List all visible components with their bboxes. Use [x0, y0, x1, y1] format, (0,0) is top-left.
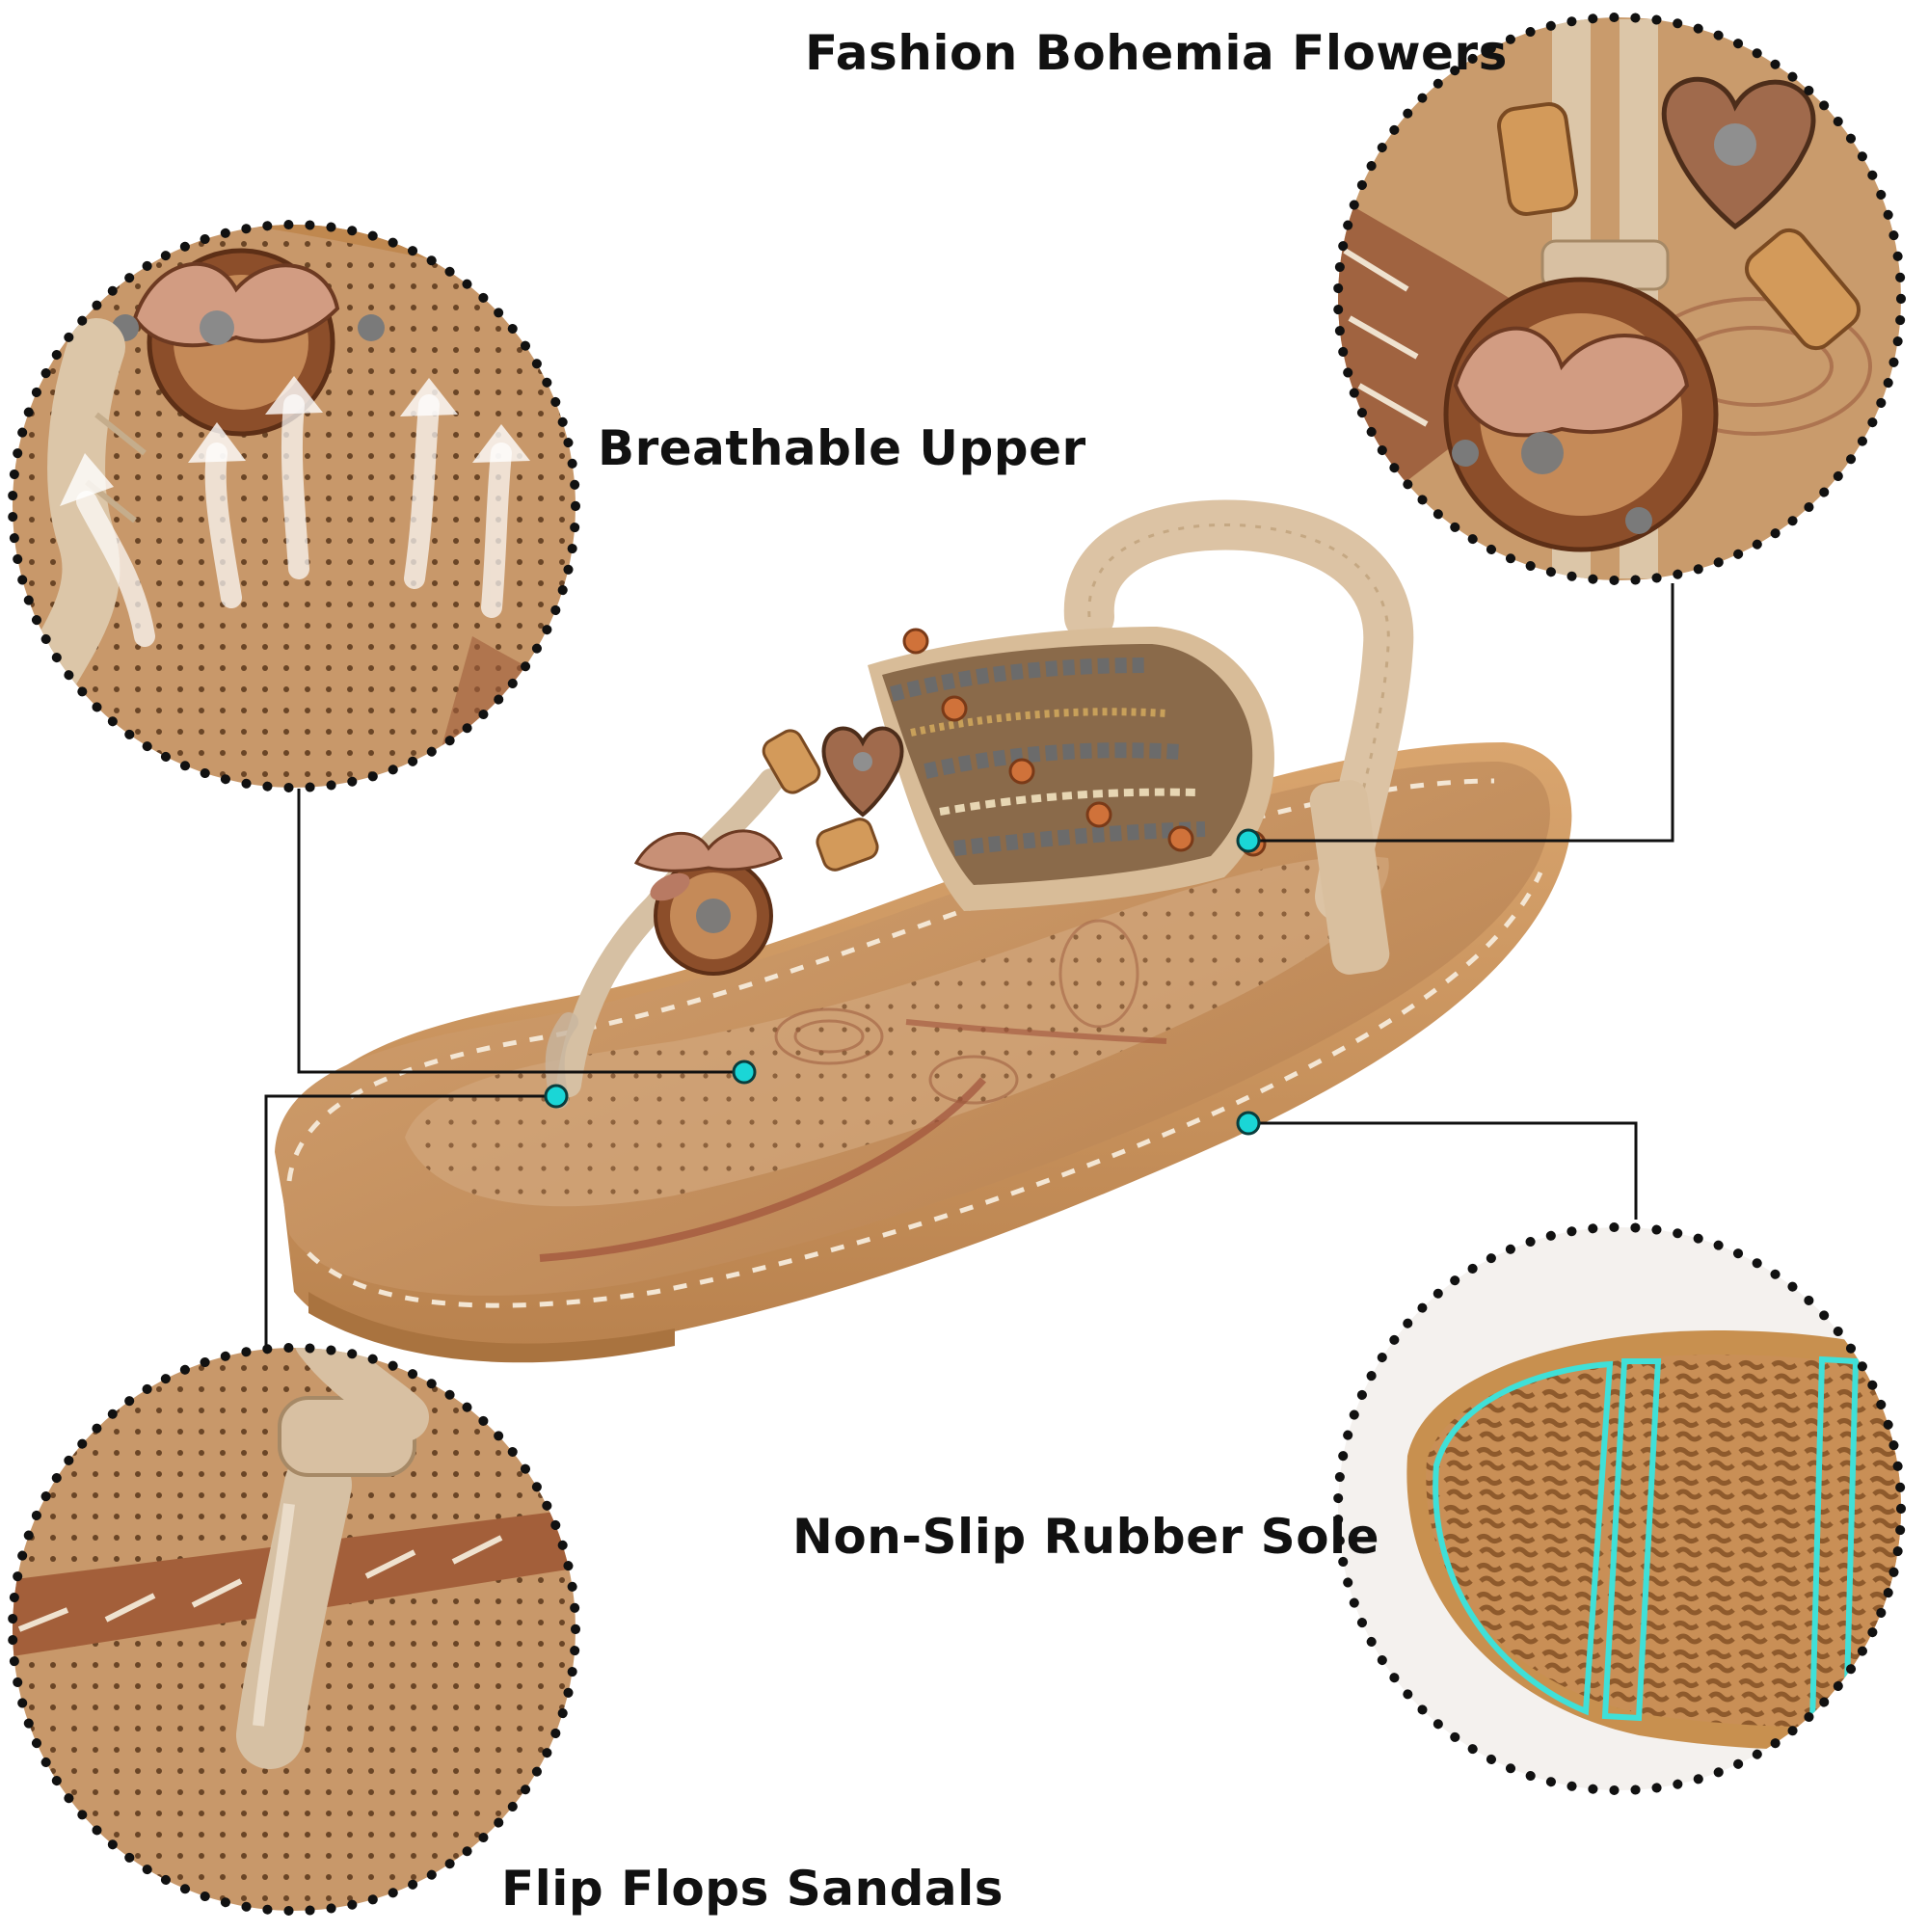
label-fashion-bohemia-flowers: Fashion Bohemia Flowers — [805, 25, 1508, 81]
airflow-arrows-icon — [76, 394, 512, 647]
sandal-heart-ornament — [821, 726, 904, 818]
detail-flip-flops — [8, 1343, 580, 1916]
detail-breathable-upper — [8, 220, 580, 792]
callout-lines — [264, 583, 1674, 1348]
label-non-slip-rubber-sole: Non-Slip Rubber Sole — [792, 1509, 1380, 1565]
detail-non-slip-sole — [1333, 1222, 1906, 1795]
callout-dot-icon — [544, 828, 1261, 1136]
sandal-flower-ornament — [633, 829, 783, 976]
label-breathable-upper: Breathable Upper — [598, 420, 1086, 476]
tread-highlight-outline — [1433, 1360, 1614, 1716]
detail-bohemia-flowers — [1333, 13, 1906, 585]
sandal-main — [275, 499, 1572, 1363]
label-flip-flops-sandals: Flip Flops Sandals — [501, 1861, 1004, 1917]
